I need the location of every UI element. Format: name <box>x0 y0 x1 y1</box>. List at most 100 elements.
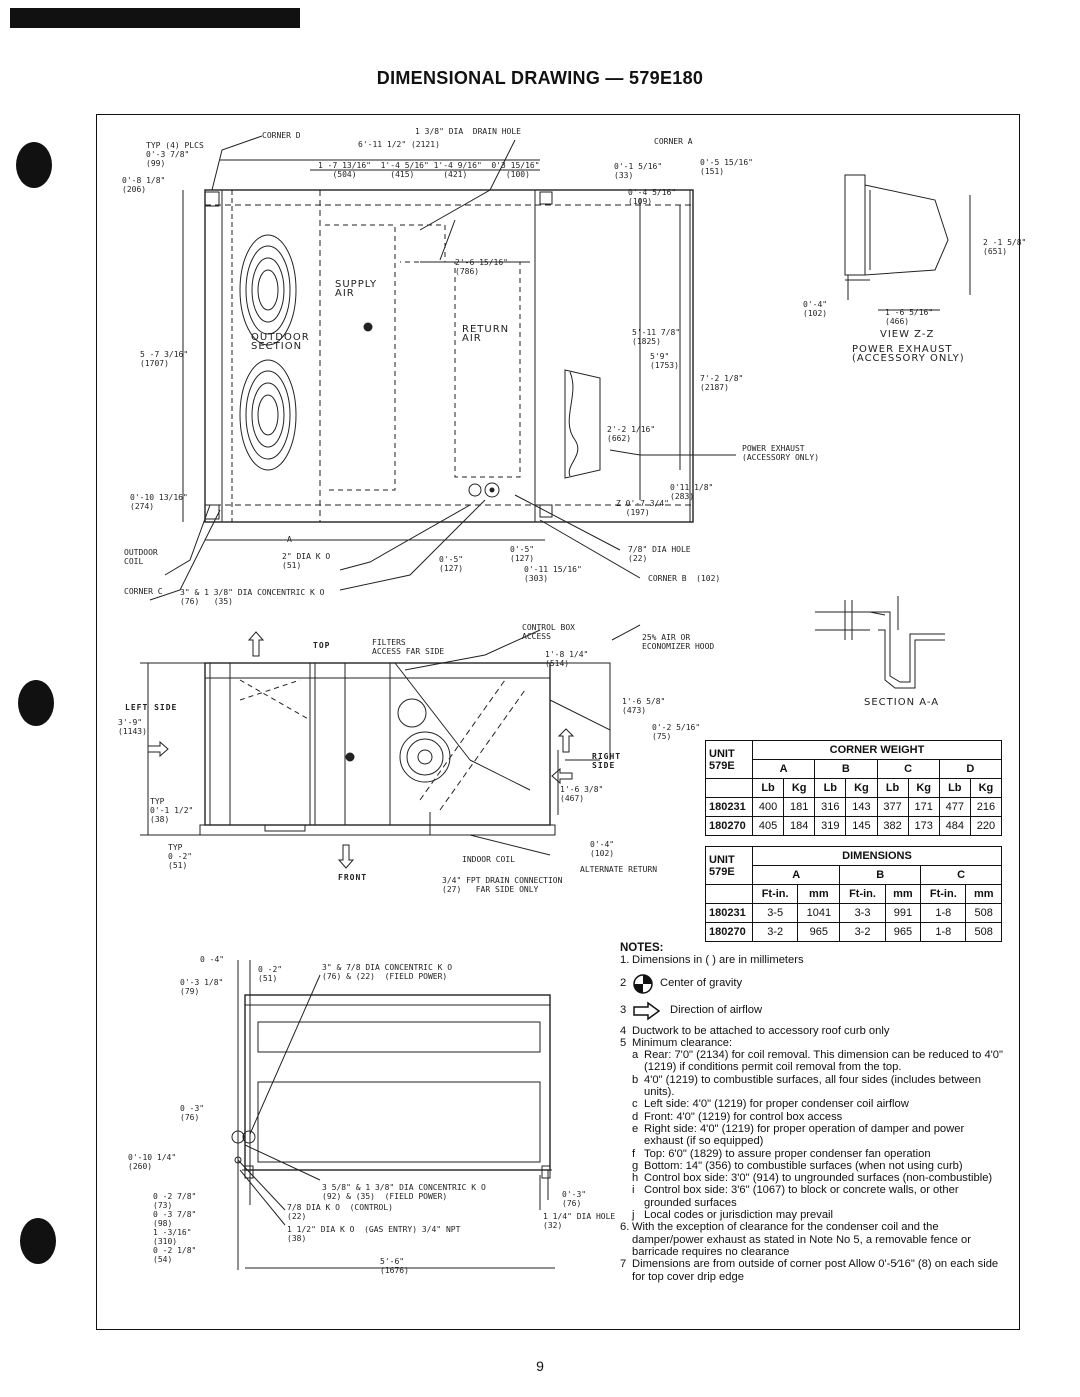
binder-hole-3 <box>20 1218 56 1264</box>
label-dim-7-2: 7'-2 1/8" (2187) <box>700 374 744 392</box>
table-cell: 319 <box>814 816 847 836</box>
table-cell: 220 <box>969 816 1003 836</box>
label-corner-d: CORNER D <box>262 131 301 140</box>
label-corner-c: CORNER C <box>124 587 163 596</box>
label-dim-1-8: 1'-8 1/4" (514) <box>545 650 589 668</box>
dimensions-unit-label: Ft-in. <box>839 884 886 904</box>
label-air-econ: 25% AIR OR ECONOMIZER HOOD <box>642 633 715 651</box>
airflow-arrow-icon <box>633 1001 661 1021</box>
label-dim-0-5b: 0'-5" (127) <box>439 555 464 573</box>
side-elevation <box>140 624 641 869</box>
label-dim-0-11: 0'11 1/8" (283) <box>670 483 714 501</box>
label-dim-3-9: 3'-9" (1143) <box>118 718 147 736</box>
label-bot-0-3b: 0 -3" (76) <box>180 1104 205 1122</box>
label-return-air: RETURN AIR <box>462 324 510 344</box>
label-typ-c: TYP 0'-1 1/2" (38) <box>150 797 194 824</box>
table-cell: 484 <box>938 816 971 836</box>
table-cell: 181 <box>783 797 816 817</box>
label-dim-0-4: 0'-4 5/16" (109) <box>628 188 677 206</box>
label-top-dims: 1 -7 13/16" 1'-4 5/16" 1'-4 9/16" 0'3 15… <box>318 161 540 179</box>
dimensions-col-header: C <box>920 865 1002 885</box>
label-bot-1-14: 1 1/4" DIA HOLE (32) <box>543 1212 616 1230</box>
table-cell: 400 <box>751 797 785 817</box>
note-1: 1.Dimensions in ( ) are in millimeters <box>620 954 804 967</box>
label-supply-air: SUPPLY AIR <box>335 279 378 299</box>
corner_weight-unit-label: Kg <box>783 778 816 798</box>
dimensions-unit-label: Ft-in. <box>920 884 967 904</box>
label-indoor-coil: INDOOR COIL <box>462 855 515 864</box>
table-cell: 965 <box>797 922 841 942</box>
label-bot-0-10: 0'-10 1/4" (260) <box>128 1153 177 1171</box>
label-dim-5-11: 5'-11 7/8" (1825) <box>632 328 681 346</box>
label-dim-2-2: 2'-2 1/16" (662) <box>607 425 656 443</box>
label-dim-0-5: 0'-5 15/16" (151) <box>700 158 753 176</box>
table-cell: 477 <box>938 797 971 817</box>
corner_weight-col-header: D <box>938 759 1003 779</box>
center-of-gravity-icon <box>633 973 653 994</box>
label-power-exhaust: POWER EXHAUST (ACCESSORY ONLY) <box>742 444 820 462</box>
dim-title: DIMENSIONS <box>752 846 1002 866</box>
label-alt-return: ALTERNATE RETURN <box>580 865 658 874</box>
corner_weight-unit-label: Lb <box>938 778 971 798</box>
notes-section: NOTES: 1.Dimensions in ( ) are in millim… <box>620 942 1005 1283</box>
table-cell: 145 <box>845 816 878 836</box>
label-ko-2: 2" DIA K O (51) <box>282 552 331 570</box>
label-right-side: RIGHT SIDE <box>592 752 622 770</box>
table-cell: 3-3 <box>839 903 886 923</box>
dim-unit-header: UNIT 579E <box>705 846 753 885</box>
table-cell: 3-5 <box>751 903 799 923</box>
label-drain-dim: 6'-11 1/2" (2121) <box>358 140 440 149</box>
table-cell: 216 <box>969 797 1003 817</box>
label-drain-hole: 1 3/8" DIA DRAIN HOLE <box>415 127 521 136</box>
cw-unit-header: UNIT 579E <box>705 740 753 779</box>
table-cell: 3-2 <box>751 922 799 942</box>
view-zz <box>844 174 971 311</box>
table-cell: 3-2 <box>839 922 886 942</box>
label-bot-5-6: 5'-6" (1676) <box>380 1257 409 1275</box>
label-view-zz-dim: 2 -1 5/8" (651) <box>983 238 1027 256</box>
corner_weight-unit-label: Kg <box>969 778 1003 798</box>
drawing-frame <box>96 114 1020 1330</box>
label-typ-0-2: TYP 0 -2" (51) <box>168 843 193 870</box>
label-bot-field-power: 3" & 7/8 DIA CONCENTRIC K O (76) & (22) … <box>322 963 453 981</box>
dimensions-unit-label: mm <box>884 884 922 904</box>
table-cell: 965 <box>884 922 922 942</box>
label-left-side: LEFT SIDE <box>125 703 178 712</box>
section-aa <box>815 596 945 689</box>
unit-model: 180270 <box>705 922 753 942</box>
page-number: 9 <box>536 1358 544 1374</box>
label-bot-0-4: 0 -4" <box>200 955 225 964</box>
label-dim-5-9: 5'9" (1753) <box>650 352 679 370</box>
label-dim-5-7: 5 -7 3/16" (1707) <box>140 350 189 368</box>
note-3: 3 Direction of airflow <box>620 1001 1005 1021</box>
label-view-zz-1-6: 1 -6 5/16" (466) <box>885 308 934 326</box>
corner_weight-col-header: A <box>751 759 816 779</box>
dimensions-units-blank <box>705 884 753 904</box>
label-filters: FILTERS ACCESS FAR SIDE <box>372 638 445 656</box>
label-power-exhaust-accessory: POWER EXHAUST (ACCESSORY ONLY) <box>852 344 965 364</box>
label-bot-3-5: 3 5/8" & 1 3/8" DIA CONCENTRIC K O (92) … <box>322 1183 486 1201</box>
corner_weight-unit-label: Kg <box>907 778 940 798</box>
label-corner-b: CORNER B (102) <box>648 574 721 583</box>
label-dim-0-10: 0'-10 13/16" (274) <box>130 493 188 511</box>
header-bar <box>10 8 300 26</box>
rear-view <box>231 960 555 1270</box>
